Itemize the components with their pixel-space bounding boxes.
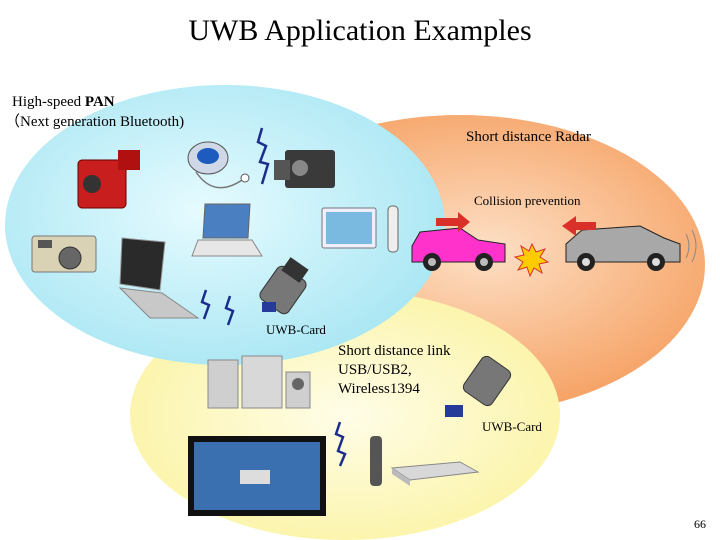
slide-title: UWB Application Examples <box>188 14 532 47</box>
uwb-card-label-1: UWB-Card <box>266 322 326 337</box>
signal-wave-1-icon <box>256 127 270 185</box>
collision-label: Collision prevention <box>474 193 581 208</box>
gray-car-icon <box>565 225 681 271</box>
pan-label: High-speed PAN <box>12 93 115 111</box>
dvd-player-icon <box>390 461 480 486</box>
page-number: 66 <box>694 517 706 531</box>
signal-wave-3-icon <box>334 421 347 467</box>
tv-screen-icon <box>321 205 399 253</box>
link-label-line3: Wireless1394 <box>338 381 420 397</box>
pink-car-icon <box>411 227 506 271</box>
phone-1-icon <box>259 257 309 315</box>
pan-label-bold: PAN <box>84 94 115 110</box>
collision-burst-icon <box>513 242 550 278</box>
pan-label-prefix: High-speed <box>12 94 85 110</box>
radar-waves-icon <box>685 229 697 263</box>
uwb-card-label-2: UWB-Card <box>482 419 542 434</box>
arrow-left-icon <box>562 216 596 236</box>
remote-control-icon <box>370 436 382 486</box>
laptop-silver-icon <box>191 203 263 257</box>
stereo-system-icon <box>207 355 311 409</box>
mp3-player-icon <box>187 141 250 189</box>
phone-2-icon <box>445 355 512 417</box>
video-camera-icon <box>274 150 335 188</box>
arrow-right-icon <box>436 212 470 232</box>
flat-tv-icon <box>188 436 326 516</box>
laptop-gray-icon <box>118 237 200 319</box>
digital-camera-icon <box>31 235 97 273</box>
pan-sublabel: （Next generation Bluetooth) <box>5 114 185 130</box>
signal-wave-2-icon <box>200 289 235 326</box>
camcorder-red-icon <box>77 150 140 209</box>
link-label-line2: USB/USB2, <box>338 362 412 378</box>
radar-label: Short distance Radar <box>466 129 591 145</box>
link-label-line1: Short distance link <box>338 343 451 359</box>
